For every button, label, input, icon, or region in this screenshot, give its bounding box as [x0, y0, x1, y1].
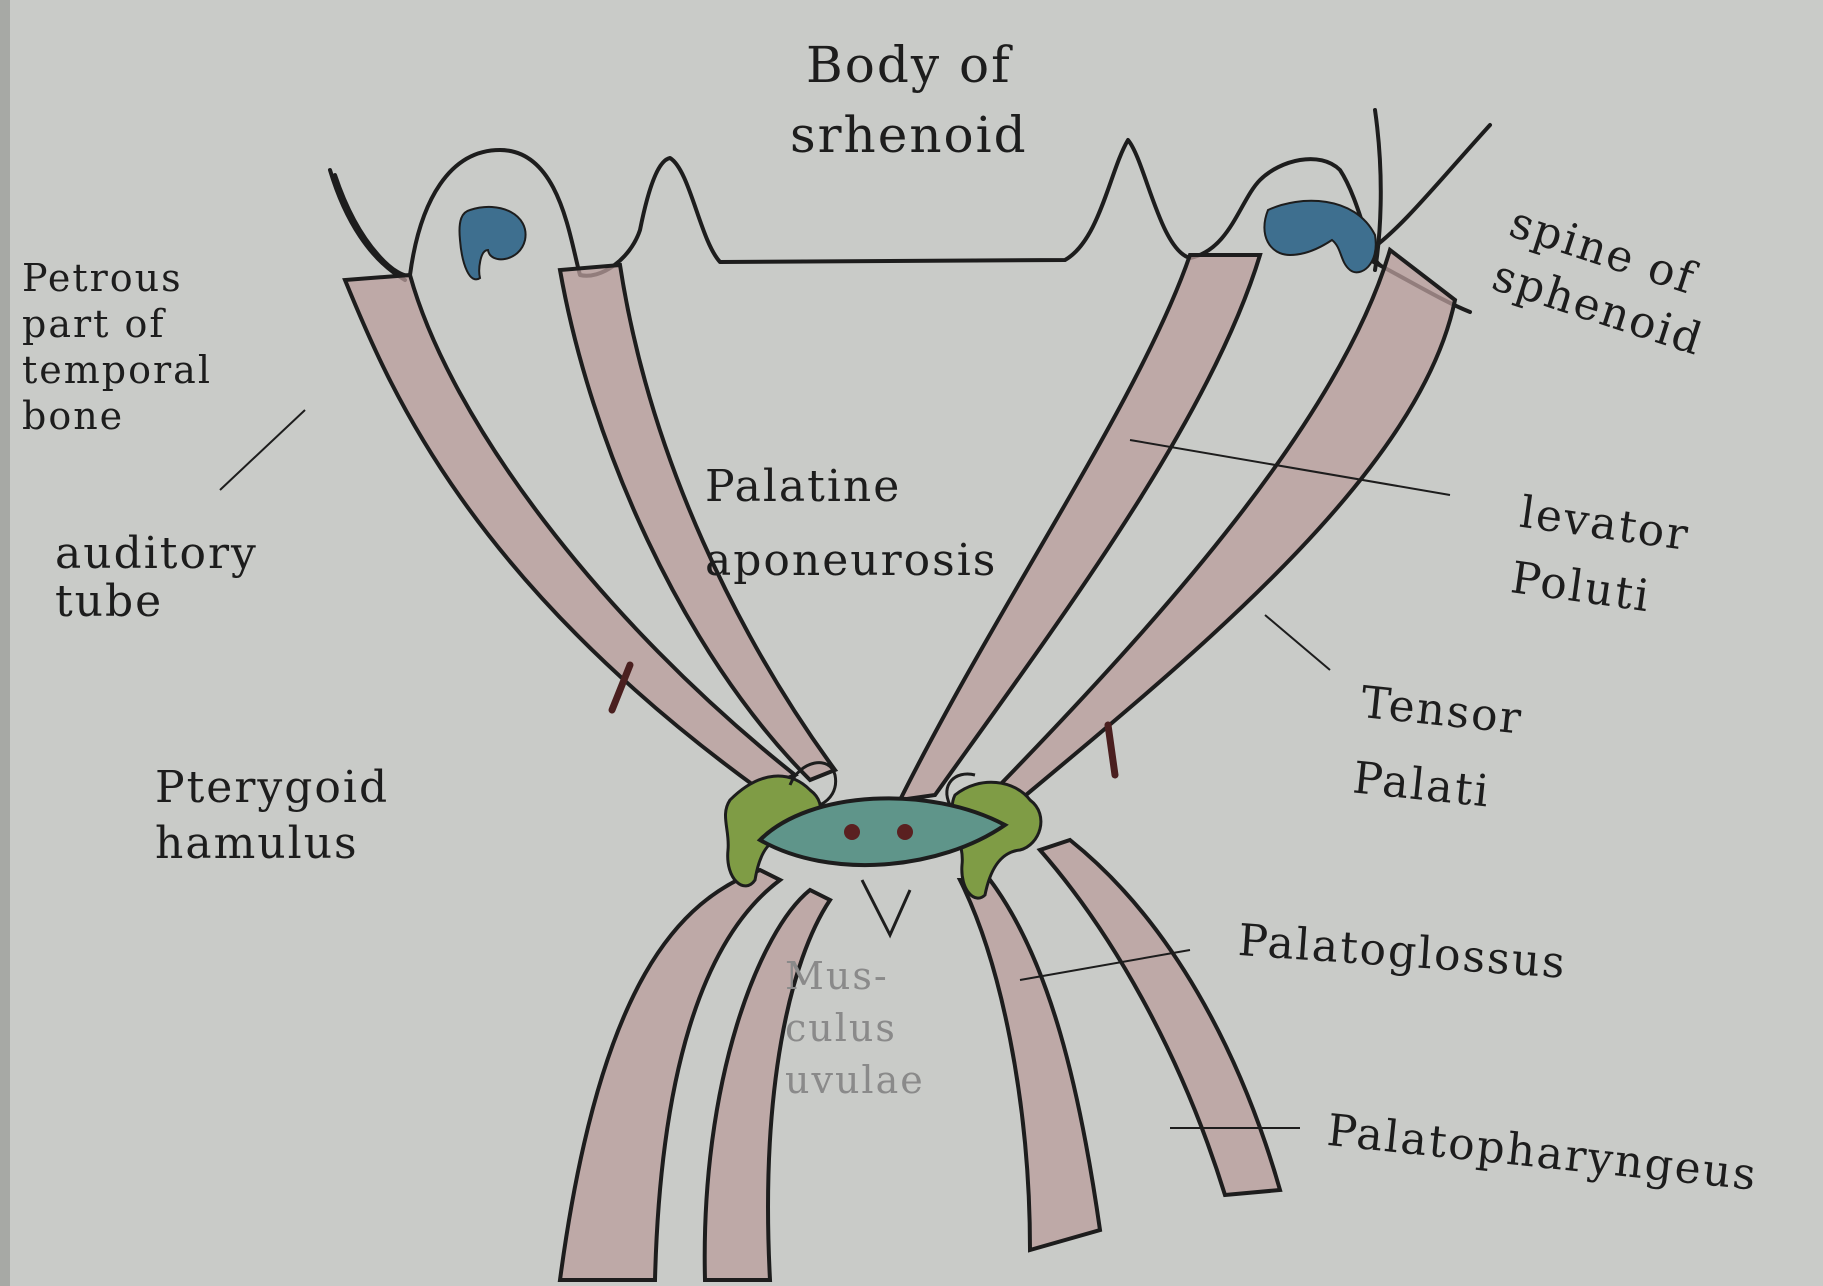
uvula-tip — [862, 880, 910, 935]
pointer-tensor — [1265, 615, 1330, 670]
label-petrous-part-text: Petrous part of temporal bone — [22, 255, 212, 439]
label-tensor-palati: Tensor Palati — [1349, 665, 1526, 833]
label-auditory-tube-text: auditory tube — [55, 530, 258, 626]
label-levator-palati: levator Poluti — [1507, 480, 1694, 634]
label-palatine-aponeurosis: Palatine aponeurosis — [705, 450, 997, 598]
label-auditory-tube: auditory tube — [55, 530, 258, 626]
right-uvula-dot — [897, 824, 913, 840]
left-spine-line — [330, 170, 405, 280]
left-uvula-dot — [844, 824, 860, 840]
label-musculus-uvulae: Mus- culus uvulae — [785, 950, 925, 1106]
label-musculus-uvulae-text: Mus- culus uvulae — [785, 950, 925, 1106]
label-body-of-sphenoid: Body of srhenoid — [790, 30, 1028, 170]
label-pterygoid-hamulus: Pterygoid hamulus — [155, 760, 389, 872]
label-body-of-sphenoid-text: Body of srhenoid — [790, 30, 1028, 170]
label-levator-palati-text: levator Poluti — [1507, 480, 1694, 634]
right-palatoglossus-band — [960, 880, 1100, 1250]
right-spine-line-2 — [1370, 125, 1490, 250]
left-auditory-tube-opening — [459, 207, 525, 280]
label-tensor-palati-text: Tensor Palati — [1349, 665, 1526, 833]
pointer-petrous — [220, 410, 305, 490]
right-band-mark — [1108, 725, 1115, 775]
label-pterygoid-hamulus-text: Pterygoid hamulus — [155, 760, 389, 872]
label-palatine-aponeurosis-text: Palatine aponeurosis — [705, 450, 997, 598]
label-petrous-part: Petrous part of temporal bone — [22, 255, 212, 439]
